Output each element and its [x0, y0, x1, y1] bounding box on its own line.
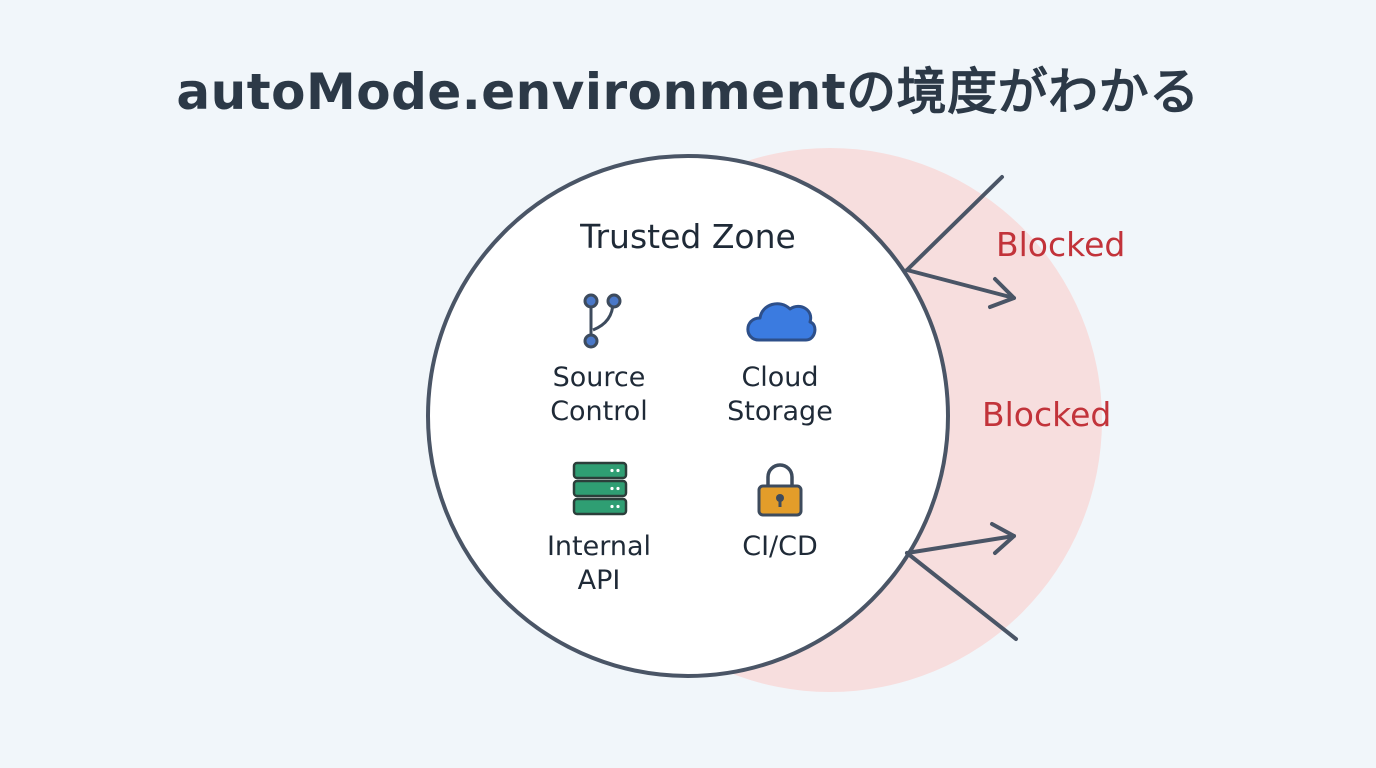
- blocked-label-middle: Blocked: [982, 395, 1112, 434]
- git-branch-icon: [583, 293, 622, 349]
- cloud-storage-label: Cloud Storage: [727, 362, 833, 427]
- source-control-label: Source Control: [550, 362, 648, 427]
- blocked-label-upper: Blocked: [996, 225, 1126, 264]
- internal-api-label: Internal API: [546, 531, 652, 596]
- lock-icon: [757, 463, 803, 517]
- trusted-zone-title: Trusted Zone: [580, 217, 796, 256]
- page-title: autoMode.environmentの境度がわかる: [176, 63, 1200, 121]
- cloud-icon: [746, 302, 817, 342]
- ci-cd-label: CI/CD: [742, 531, 818, 562]
- server-icon: [572, 461, 628, 516]
- lower-arrow-lines: [905, 522, 1018, 641]
- trusted-zone-circle: [426, 154, 950, 678]
- upper-arrow-lines: [905, 175, 1016, 309]
